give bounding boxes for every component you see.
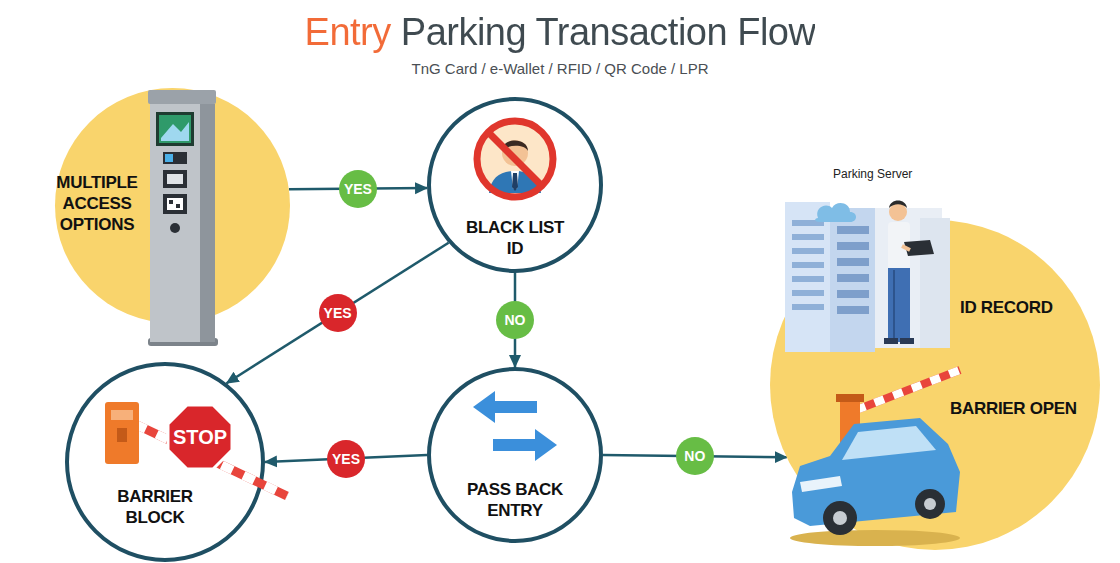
flow-node: MULTIPLE ACCESS OPTIONS — [55, 88, 290, 323]
banned-person-icon — [477, 121, 553, 197]
annotation-label: STOP — [168, 426, 232, 448]
kiosk-illustration — [148, 90, 218, 346]
circle-outline — [67, 364, 263, 560]
swap-arrows-icon — [473, 391, 557, 461]
flow-node: BARRIER BLOCK — [65, 362, 265, 562]
flow-node: PASS BACK ENTRY — [427, 367, 603, 543]
node-label: ID RECORD — [960, 297, 1090, 318]
car-illustration — [790, 418, 960, 546]
circle-outline — [429, 99, 601, 271]
decision-badge: NO — [676, 437, 714, 475]
barrier-block-circle — [65, 362, 265, 562]
node-label: BARRIER OPEN — [950, 398, 1090, 419]
diagram-title: Entry Parking Transaction Flow — [305, 10, 816, 54]
id-record-circle — [770, 220, 1100, 550]
diagram-subtitle: TnG Card / e-Wallet / RFID / QR Code / L… — [0, 60, 1120, 78]
decision-badge: YES — [339, 170, 377, 208]
annotation-label: Parking Server — [833, 167, 912, 181]
title-row: Entry Parking Transaction Flow — [0, 10, 1120, 54]
node-label: MULTIPLE ACCESS OPTIONS — [47, 172, 147, 235]
barrier-stop-icon — [105, 402, 287, 496]
flow-node: ID RECORD BARRIER OPEN — [770, 220, 1100, 550]
decision-badge: NO — [496, 301, 534, 339]
decision-badge: YES — [327, 440, 365, 478]
node-label: BARRIER BLOCK — [105, 486, 205, 528]
flow-node: BLACK LIST ID — [427, 97, 603, 273]
circle-outline — [429, 369, 601, 541]
decision-badge: YES — [319, 294, 357, 332]
node-label: PASS BACK ENTRY — [457, 479, 573, 521]
node-label: BLACK LIST ID — [465, 217, 565, 259]
server-illustration — [785, 201, 950, 353]
